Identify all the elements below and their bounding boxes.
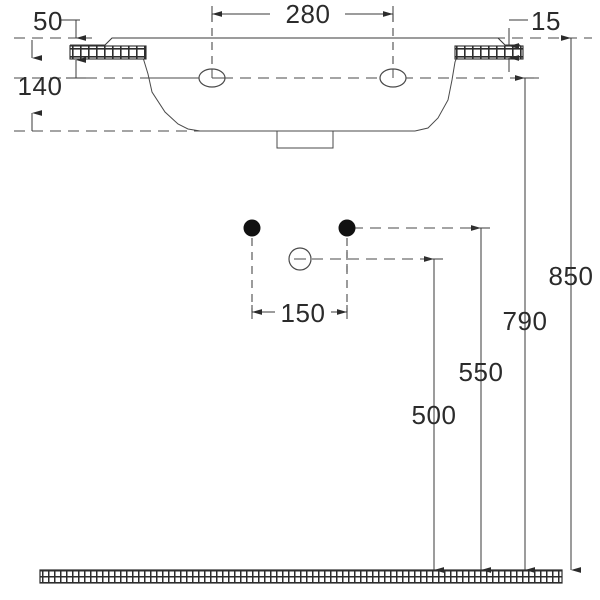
dimension-280 (211, 6, 394, 22)
basin-top-surface (70, 37, 520, 46)
wall-hatch-right (454, 45, 524, 60)
dimension-label-550: 550 (459, 357, 504, 387)
dimension-500 (424, 256, 444, 573)
dimension-150 (251, 305, 348, 319)
dimension-label-140: 140 (18, 71, 63, 101)
tap-hole-right (379, 68, 407, 88)
dimension-550 (471, 225, 491, 573)
dimension-label-15: 15 (531, 6, 561, 36)
waste-outlet-circle (288, 247, 312, 271)
dimension-label-500: 500 (412, 400, 457, 430)
dimension-label-150: 150 (281, 298, 326, 328)
supply-point-right (338, 219, 356, 237)
dimension-label-790: 790 (503, 306, 548, 336)
floor-hatch-band (39, 569, 563, 584)
supply-point-left (243, 219, 261, 237)
trap-box (276, 131, 334, 149)
bowl-wall-right (414, 51, 460, 132)
dimension-790 (515, 75, 535, 573)
wall-hatch-left (69, 45, 147, 60)
dimension-label-50: 50 (33, 6, 63, 36)
dimension-label-850: 850 (549, 261, 594, 291)
bowl-wall-left (140, 50, 201, 132)
dimension-15 (508, 19, 528, 72)
tap-hole-left (198, 68, 226, 88)
dimension-label-280: 280 (286, 0, 331, 29)
dimension-50 (60, 19, 86, 79)
